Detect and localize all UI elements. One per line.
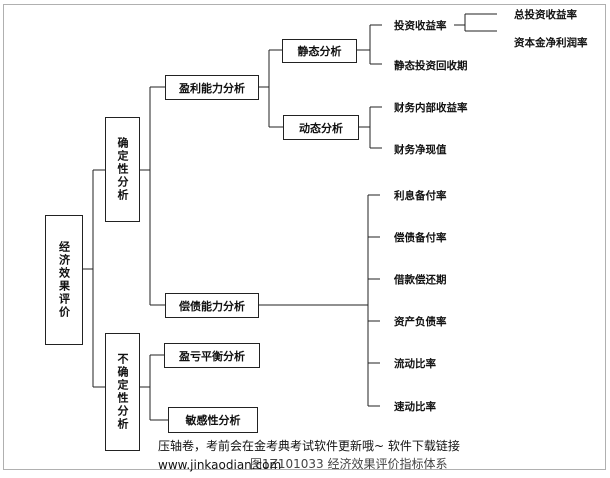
dynamic-analysis-label: 动态分析 xyxy=(299,121,343,135)
debt-ratio-label: 资产负债率 xyxy=(394,316,447,328)
solvency-label: 偿债能力分析 xyxy=(179,299,245,313)
sensitivity-label: 敏感性分析 xyxy=(185,414,241,427)
uncertain-analysis-box: 不确定性分析 xyxy=(105,333,140,451)
static-payback-label: 静态投资回收期 xyxy=(394,60,468,72)
irr-label: 财务内部收益率 xyxy=(394,102,468,114)
current-ratio-label: 流动比率 xyxy=(394,358,436,370)
roi-label: 投资收益率 xyxy=(394,20,447,32)
static-analysis-label: 静态分析 xyxy=(297,45,342,58)
figure-caption: 图1Z101033 经济效果评价指标体系 xyxy=(250,457,448,471)
certain-analysis-box: 确定性分析 xyxy=(105,117,140,222)
sensitivity-box: 敏感性分析 xyxy=(168,407,258,433)
dynamic-analysis-box: 动态分析 xyxy=(283,115,359,140)
breakeven-label: 盈亏平衡分析 xyxy=(179,349,245,363)
static-analysis-box: 静态分析 xyxy=(282,39,357,63)
interest-coverage-label: 利息备付率 xyxy=(394,190,447,202)
roi-total-label: 总投资收益率 xyxy=(514,9,577,21)
watermark-line-1: 压轴卷，考前会在金考典考试软件更新哦~ 软件下载链接 xyxy=(158,439,460,453)
debt-service-coverage-label: 偿债备付率 xyxy=(394,232,447,244)
breakeven-box: 盈亏平衡分析 xyxy=(164,343,260,368)
root-label: 经济效果评价 xyxy=(57,241,71,319)
solvency-box: 偿债能力分析 xyxy=(165,293,259,318)
quick-ratio-label: 速动比率 xyxy=(394,401,436,413)
npv-label: 财务净现值 xyxy=(394,144,447,156)
profitability-label: 盈利能力分析 xyxy=(179,81,245,95)
roe-label: 资本金净利润率 xyxy=(514,37,588,49)
uncertain-analysis-label: 不确定性分析 xyxy=(116,353,129,431)
certain-analysis-label: 确定性分析 xyxy=(116,137,129,202)
figure-frame xyxy=(3,4,606,470)
watermark-line-2: www.jinkaodian.com xyxy=(158,458,282,472)
profitability-box: 盈利能力分析 xyxy=(165,75,259,100)
loan-repayment-label: 借款偿还期 xyxy=(394,274,447,286)
root-box: 经济效果评价 xyxy=(45,215,83,345)
